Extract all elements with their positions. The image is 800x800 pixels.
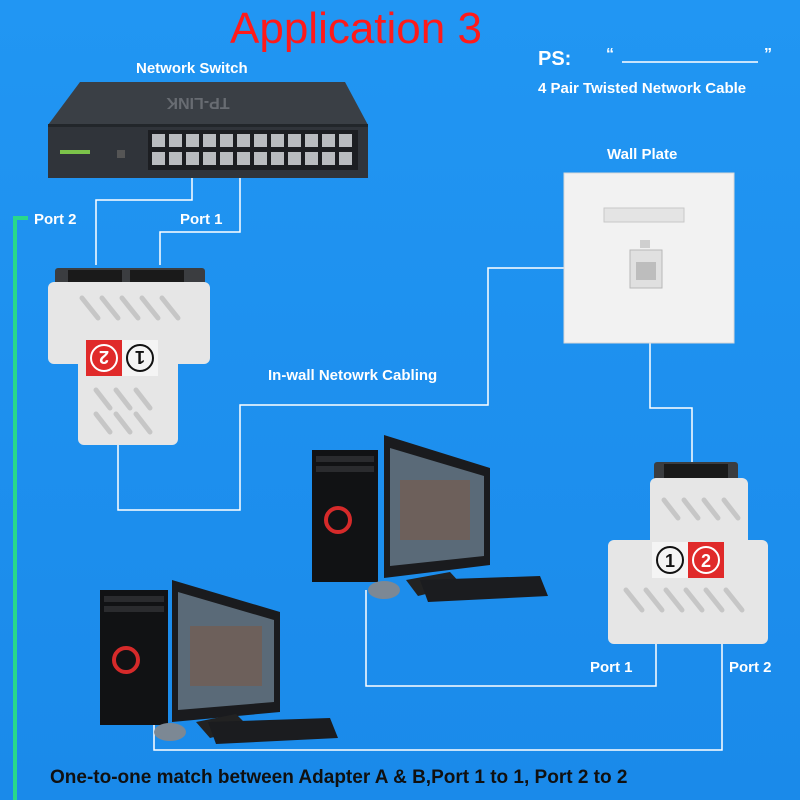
switch-brand: TP-LINK [166,94,230,111]
adapter-b-badge-second: 2 [701,551,711,571]
switch-port1-label: Port 1 [180,211,223,228]
adapter-a-badge-first: 2 [99,347,109,367]
switch-port [186,134,199,147]
switch-port [271,134,284,147]
switch-port2-label: Port 2 [34,211,77,228]
switch-port [254,134,267,147]
footer-note: One-to-one match between Adapter A & B,P… [50,767,628,788]
adapter-a: 2 1 [48,268,210,445]
cables [95,168,723,751]
switch-port [203,134,216,147]
cable-port2-to-pc2 [153,640,723,751]
switch-port [237,134,250,147]
page-title: Application 3 [230,4,482,53]
ps-quote-open: “ [606,46,614,63]
cable-switch-port2 [95,168,193,265]
adapter-b: 1 2 [608,462,768,644]
wall-plate [563,172,735,344]
switch-port [152,152,165,165]
switch-port [339,134,352,147]
switch-port [237,152,250,165]
switch-port [169,152,182,165]
cable-port1-to-pc1 [365,590,657,687]
switch-port [305,152,318,165]
network-switch-label: Network Switch [136,60,248,77]
wall-plate-label: Wall Plate [607,146,678,163]
ps-quote-close: ” [764,46,772,63]
switch-port [220,134,233,147]
ps-caption: 4 Pair Twisted Network Cable [538,80,747,97]
adapter-a-badge-second: 1 [135,347,145,367]
cable-wall-to-adapter-b [649,335,693,465]
switch-port [152,134,165,147]
computer-2 [100,580,338,744]
cable-adapter-a-to-wall [117,267,568,511]
switch-port [169,134,182,147]
adapter-b-badge-first: 1 [665,551,675,571]
ps-label: PS: [538,48,572,70]
switch-port [288,152,301,165]
switch-port [339,152,352,165]
switch-port [220,152,233,165]
switch-port [186,152,199,165]
switch-port [203,152,216,165]
switch-port [322,152,335,165]
switch-ports [152,134,352,165]
network-switch: TP-LINK [48,82,368,178]
switch-port [271,152,284,165]
switch-port [305,134,318,147]
adapter-b-port2-label: Port 2 [729,659,772,676]
switch-port [288,134,301,147]
in-wall-cabling-label: In-wall Netowrk Cabling [268,367,438,384]
computer-1 [312,435,548,602]
switch-port [322,134,335,147]
cable-switch-port1 [159,168,241,265]
adapter-b-port1-label: Port 1 [590,659,633,676]
switch-port [254,152,267,165]
green-cable [13,216,28,800]
